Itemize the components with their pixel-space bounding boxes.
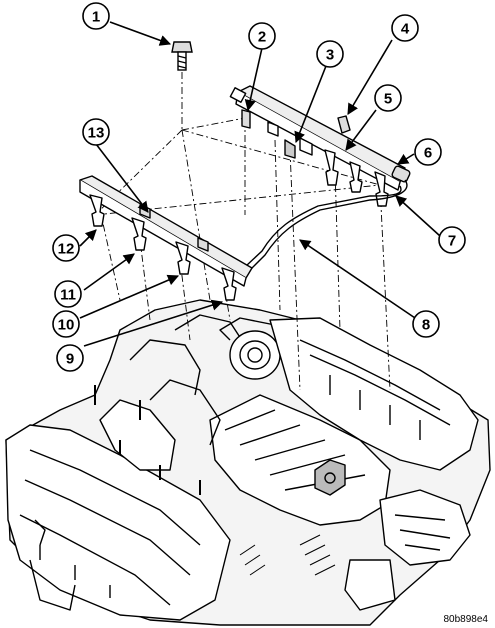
svg-text:9: 9 bbox=[66, 351, 74, 368]
callout-8: 8 bbox=[412, 310, 440, 338]
callout-5: 5 bbox=[374, 84, 402, 112]
callout-9: 9 bbox=[56, 344, 84, 372]
left-fuel-rail bbox=[79, 175, 253, 301]
svg-text:5: 5 bbox=[384, 91, 392, 108]
callout-13: 13 bbox=[82, 118, 110, 146]
svg-text:1: 1 bbox=[92, 9, 100, 26]
figure-reference-code: 80b898e4 bbox=[444, 614, 489, 625]
callout-12: 12 bbox=[52, 234, 80, 262]
leader-13 bbox=[95, 143, 149, 213]
callout-7: 7 bbox=[438, 226, 466, 254]
leader-8 bbox=[299, 239, 419, 321]
callout-4: 4 bbox=[391, 14, 419, 42]
crossover-tube bbox=[245, 179, 408, 271]
svg-text:6: 6 bbox=[424, 145, 432, 162]
callout-3: 3 bbox=[316, 40, 344, 68]
leader-5 bbox=[345, 109, 377, 151]
svg-text:11: 11 bbox=[60, 287, 76, 304]
callout-11: 11 bbox=[54, 280, 82, 308]
right-fuel-rail bbox=[229, 85, 411, 207]
engine-assembly bbox=[5, 299, 491, 626]
svg-text:13: 13 bbox=[88, 125, 105, 142]
svg-text:10: 10 bbox=[58, 317, 75, 334]
svg-text:8: 8 bbox=[422, 317, 430, 334]
leader-lines bbox=[79, 21, 441, 347]
callout-10: 10 bbox=[52, 310, 80, 338]
callout-2: 2 bbox=[248, 22, 276, 50]
leader-9 bbox=[83, 299, 224, 347]
callout-1: 1 bbox=[82, 2, 110, 30]
callout-6: 6 bbox=[414, 138, 442, 166]
svg-text:12: 12 bbox=[58, 241, 75, 258]
svg-text:2: 2 bbox=[258, 29, 266, 46]
svg-text:4: 4 bbox=[401, 21, 410, 38]
bolt-part bbox=[171, 41, 193, 71]
svg-text:3: 3 bbox=[326, 47, 334, 64]
leader-12 bbox=[79, 229, 97, 247]
leader-6 bbox=[397, 153, 415, 165]
leader-1 bbox=[109, 21, 172, 46]
leader-7 bbox=[395, 195, 441, 237]
leader-4 bbox=[347, 39, 393, 115]
leader-2 bbox=[244, 47, 263, 112]
leader-3 bbox=[294, 65, 327, 144]
leader-10 bbox=[79, 274, 180, 319]
svg-text:7: 7 bbox=[448, 233, 456, 250]
leader-11 bbox=[83, 253, 135, 291]
